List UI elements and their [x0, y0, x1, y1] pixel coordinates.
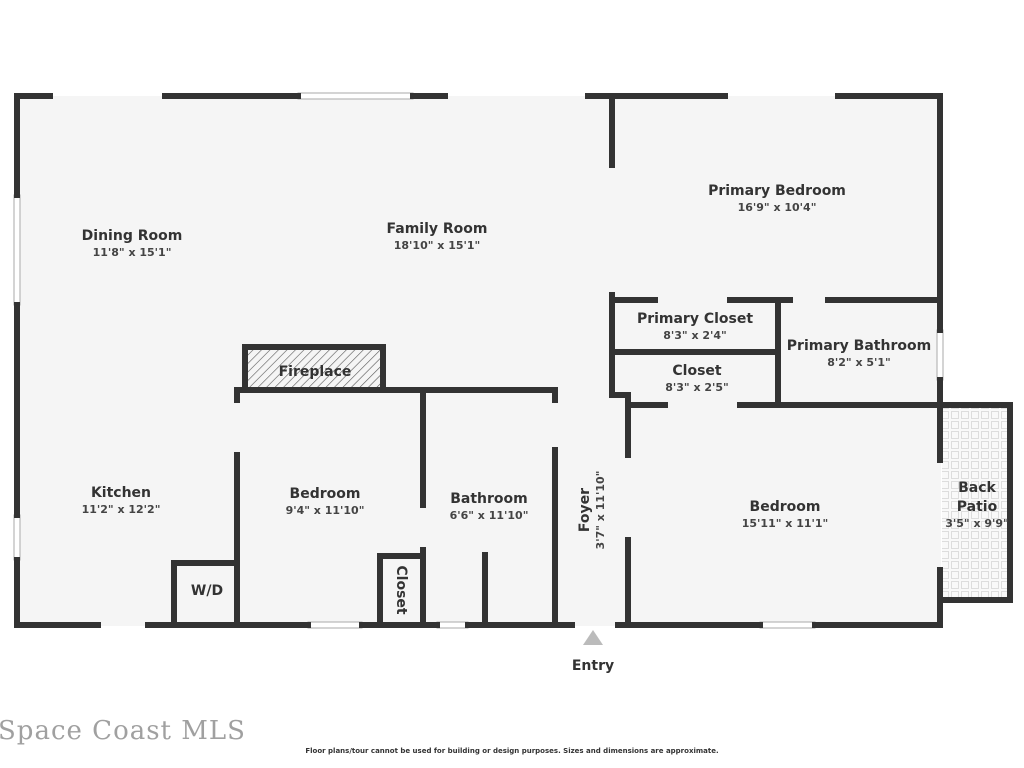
bathroom-dim: 6'6" x 11'10" — [450, 509, 529, 522]
floor-area — [17, 96, 941, 626]
kitchen-label: Kitchen — [91, 485, 151, 501]
primary-bedroom-dim: 16'9" x 10'4" — [738, 201, 817, 214]
back-patio-label-1: Back — [958, 480, 996, 496]
primary-bathroom-label: Primary Bathroom — [787, 338, 931, 354]
walls — [14, 93, 1013, 628]
dining-room-label: Dining Room — [82, 228, 183, 244]
entry-label: Entry — [572, 658, 614, 674]
primary-bathroom-dim: 8'2" x 5'1" — [827, 356, 891, 369]
watermark-logo: Space Coast MLS — [0, 716, 246, 746]
disclaimer: Floor plans/tour cannot be used for buil… — [305, 747, 719, 755]
closet-dim: 8'3" x 2'5" — [665, 381, 729, 394]
bathroom-label: Bathroom — [450, 491, 528, 507]
bedroom-3-dim: 15'11" x 11'1" — [742, 517, 829, 530]
fireplace-label: Fireplace — [279, 364, 352, 380]
closet-label: Closet — [672, 363, 722, 379]
foyer-dim: 3'7" x 11'10" — [594, 471, 607, 550]
primary-bedroom-label: Primary Bedroom — [708, 183, 846, 199]
small-closet-label: Closet — [393, 565, 409, 615]
bedroom-3-label: Bedroom — [750, 499, 821, 515]
back-patio-label-2: Patio — [957, 499, 998, 515]
bedroom-2-dim: 9'4" x 11'10" — [286, 504, 365, 517]
primary-closet-label: Primary Closet — [637, 311, 753, 327]
bedroom-2-label: Bedroom — [290, 486, 361, 502]
kitchen-dim: 11'2" x 12'2" — [82, 503, 161, 516]
dining-room-dim: 11'8" x 15'1" — [93, 246, 172, 259]
wd-label: W/D — [191, 583, 223, 599]
back-patio-dim: 3'5" x 9'9" — [945, 517, 1009, 530]
family-room-label: Family Room — [387, 221, 488, 237]
foyer-label: Foyer — [577, 488, 593, 532]
primary-closet-dim: 8'3" x 2'4" — [663, 329, 727, 342]
family-room-dim: 18'10" x 15'1" — [394, 239, 481, 252]
fireplace-hatch — [248, 350, 380, 388]
entry-arrow-icon — [583, 630, 603, 645]
patio-tiles — [942, 405, 1010, 600]
